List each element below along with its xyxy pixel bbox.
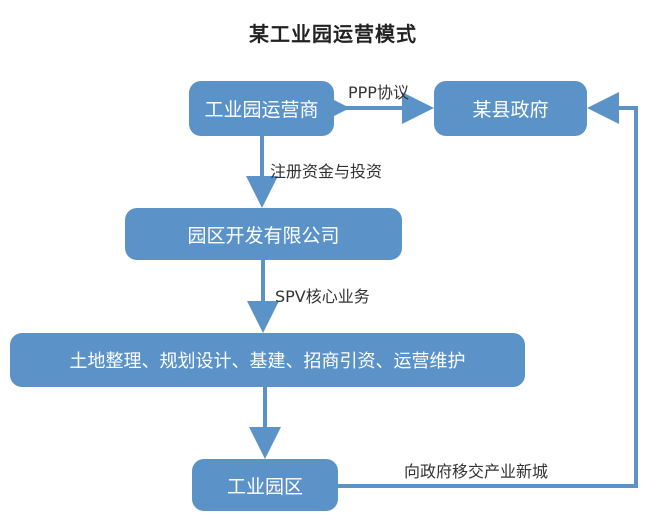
- edge-label-capital: 注册资金与投资: [270, 162, 383, 181]
- node-industrial-park: 工业园区: [192, 459, 338, 511]
- node-development-company-label: 园区开发有限公司: [187, 224, 340, 247]
- node-development-company: 园区开发有限公司: [125, 208, 402, 260]
- node-county-government-label: 某县政府: [472, 99, 549, 121]
- node-county-government: 某县政府: [434, 81, 587, 136]
- edge-label-transfer: 向政府移交产业新城: [404, 462, 549, 481]
- edge-label-spv: SPV核心业务: [275, 287, 370, 306]
- node-industrial-park-label: 工业园区: [226, 475, 303, 498]
- node-core-business-label: 土地整理、规划设计、基建、招商引资、运营维护: [69, 351, 466, 372]
- node-park-operator: 工业园运营商: [189, 81, 334, 136]
- diagram-title: 某工业园运营模式: [249, 22, 417, 46]
- node-park-operator-label: 工业园运营商: [204, 99, 319, 121]
- arrow-transfer-to-government: [338, 92, 638, 488]
- node-core-business: 土地整理、规划设计、基建、招商引资、运营维护: [10, 333, 525, 387]
- edge-label-ppp: PPP协议: [348, 83, 409, 102]
